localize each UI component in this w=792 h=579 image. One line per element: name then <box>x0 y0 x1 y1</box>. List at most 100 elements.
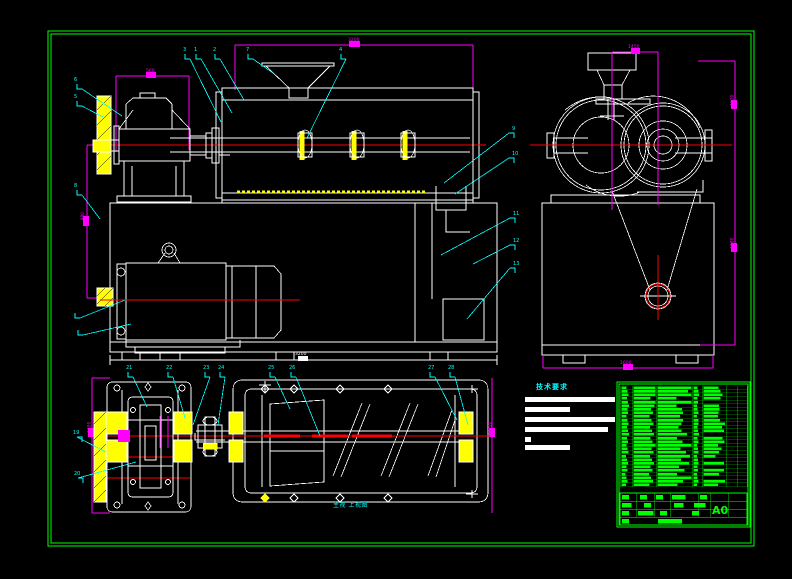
title-block-cell <box>640 495 648 500</box>
dimension-value: 1450 <box>628 45 640 50</box>
parts-list-cell <box>657 444 692 447</box>
dimension-value: 1120 <box>730 94 736 106</box>
parts-list-cell <box>633 408 651 411</box>
parts-list-cell <box>621 429 628 433</box>
top-view-bolt <box>259 381 271 394</box>
parts-list-cell <box>633 444 656 447</box>
parts-list-cell <box>657 429 682 433</box>
mixing-shaft <box>170 137 470 153</box>
parts-list-cell <box>633 411 653 415</box>
parts-list-cell <box>621 404 629 407</box>
shaft-paddle-group <box>297 129 416 160</box>
gearbox <box>98 92 192 203</box>
parts-list-cell <box>657 400 692 404</box>
parts-list-cell <box>703 408 720 411</box>
parts-list-cell <box>693 465 698 469</box>
parts-list-cell <box>693 415 698 418</box>
shaft-paddle <box>297 129 313 160</box>
left-bearing-hatch <box>92 95 112 175</box>
parts-list-cell <box>621 422 629 425</box>
parts-list-cell <box>621 433 629 436</box>
parts-list-cell <box>633 386 656 389</box>
parts-list-cell <box>657 426 679 429</box>
parts-list-cell <box>621 472 626 476</box>
view-front-elevation <box>74 41 516 365</box>
title-block-cell <box>694 503 706 508</box>
end-view-base-cabinet <box>541 194 715 364</box>
sheet-border <box>47 30 755 547</box>
parts-list-cell <box>693 451 699 454</box>
parts-list-cell <box>693 440 699 443</box>
leader-group-top-view <box>76 372 469 483</box>
parts-list-cell <box>703 386 719 389</box>
balloon-reference-number: 25 <box>268 365 275 371</box>
title-block-cell <box>622 519 630 524</box>
parts-list-cell <box>621 458 628 461</box>
balloon-reference-number: 20 <box>74 471 81 477</box>
title-block-cell <box>660 511 668 516</box>
parts-list-cell <box>703 480 725 483</box>
top-view-bolt <box>289 384 299 394</box>
title-block-cell <box>622 495 630 500</box>
balloon-reference-number: 28 <box>448 365 455 371</box>
parts-list-cell <box>657 465 680 469</box>
parts-list-and-title-block[interactable] <box>616 381 751 528</box>
notes-heading: 技术要求 <box>536 383 568 391</box>
top-view-bolt <box>335 493 345 503</box>
balloon-reference-number: 23 <box>203 365 210 371</box>
parts-list-cell <box>693 429 699 433</box>
parts-list-cell <box>633 476 652 479</box>
parts-list-cell <box>703 462 725 465</box>
balloon-reference-number: 27 <box>428 365 435 371</box>
parts-list-cell <box>693 397 698 400</box>
parts-list-cell <box>633 465 651 469</box>
top-view-bolt <box>383 384 393 394</box>
parts-list-cell <box>693 458 698 461</box>
top-view-coupling <box>194 416 225 457</box>
parts-list-cell <box>621 447 628 451</box>
parts-list-cell <box>657 462 690 465</box>
parts-list-cell <box>693 390 699 393</box>
parts-list-cell <box>657 418 683 422</box>
shaft-paddle <box>349 129 365 160</box>
top-view-gearbox <box>106 381 192 513</box>
parts-list-cell <box>693 393 700 397</box>
dimension-value: 1250 <box>87 421 93 433</box>
title-block-cell <box>674 503 684 508</box>
parts-list-cell <box>693 476 698 479</box>
parts-list-cell <box>633 483 650 487</box>
parts-list-cell <box>621 454 627 458</box>
parts-list-cell <box>703 411 719 415</box>
parts-list-cell <box>633 447 652 451</box>
top-view-detail-dimension <box>159 416 169 448</box>
leader-group-front-top <box>184 54 347 139</box>
parts-list-cell <box>621 418 628 422</box>
dimension-drum-length <box>234 41 474 90</box>
balloon-reference-number: 6 <box>74 77 78 83</box>
title-block-cell <box>622 511 630 516</box>
parts-list-cell <box>693 483 698 487</box>
parts-list-cell <box>693 447 698 451</box>
title-block-cell <box>622 503 632 508</box>
dimension-value: 1600 <box>620 361 632 366</box>
parts-list-cell <box>657 469 685 472</box>
parts-list-cell <box>633 462 654 465</box>
parts-list-cell <box>657 408 683 411</box>
parts-list-cell <box>693 472 697 476</box>
parts-list-cell <box>703 447 722 451</box>
dimension-value: 1250 <box>488 421 494 433</box>
balloon-reference-number: 4 <box>339 47 343 53</box>
parts-list-cell <box>621 400 628 404</box>
shaft-paddle <box>400 129 416 160</box>
parts-list-cell <box>693 418 699 422</box>
parts-list-cell <box>657 480 684 483</box>
parts-list-cell <box>657 404 677 407</box>
dimension-value: 980 <box>81 211 87 221</box>
parts-list-cell <box>657 447 681 451</box>
sheet-size-label: A0 <box>712 504 729 517</box>
parts-list-cell <box>621 393 629 397</box>
balloon-reference-number: 21 <box>126 365 133 371</box>
parts-list-cell <box>693 404 697 407</box>
view-top-plan <box>76 372 495 514</box>
